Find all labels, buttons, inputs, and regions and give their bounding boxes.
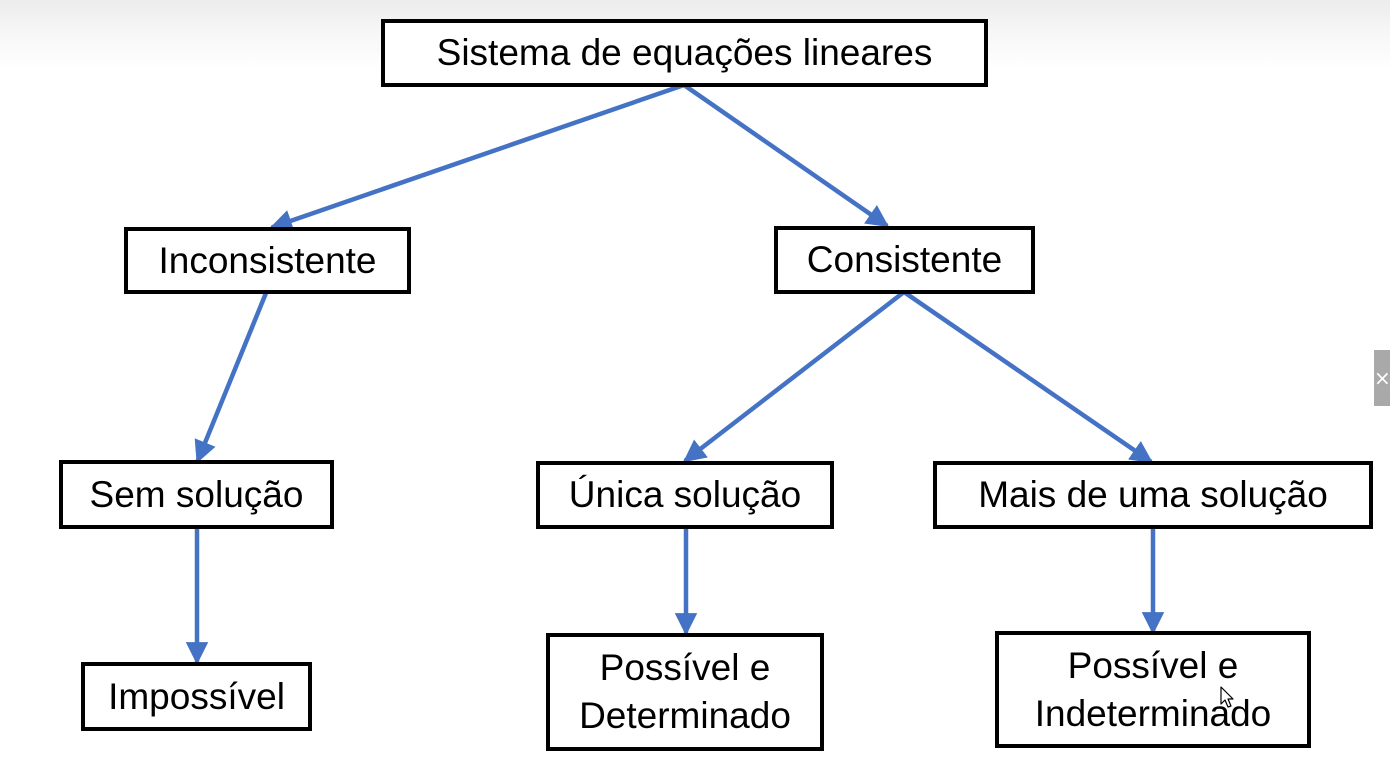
node-determined-line-1: Possível e [599,647,771,688]
node-multiple-solutions: Mais de uma solução [933,461,1373,529]
node-determined: Possível e Determinado [546,633,824,751]
arrow-root-to-consistent [681,82,889,228]
node-consistent-label: Consistente [806,239,1003,280]
arrow-consistent-to-multiple-solutions [901,289,1153,464]
node-impossible-label: Impossível [108,675,285,717]
node-no-solution-label: Sem solução [89,473,304,515]
node-indeterminate: Possível e Indeterminado [995,631,1311,748]
node-impossible: Impossível [81,662,312,731]
arrow-root-to-inconsistent [269,82,687,232]
node-inconsistent: Inconsistente [124,227,411,294]
node-indeterminate-line-1: Possível e [1067,644,1239,686]
close-icon: × [1374,366,1390,390]
node-no-solution: Sem solução [59,460,334,529]
node-single-solution-label: Única solução [568,474,802,515]
node-inconsistent-label: Inconsistente [158,239,377,281]
node-single-solution: Única solução [536,461,834,529]
node-root: Sistema de equações lineares [381,19,988,87]
arrow-consistent-to-single-solution [683,289,907,463]
node-root-label: Sistema de equações lineares [436,32,933,73]
arrow-inconsistent-to-no-solution [194,290,269,464]
side-panel-close-button[interactable]: × [1374,350,1390,406]
node-multiple-solutions-label: Mais de uma solução [978,474,1328,515]
node-consistent: Consistente [774,226,1035,294]
mouse-pointer-icon [1220,686,1234,708]
node-determined-line-2: Determinado [579,695,791,736]
